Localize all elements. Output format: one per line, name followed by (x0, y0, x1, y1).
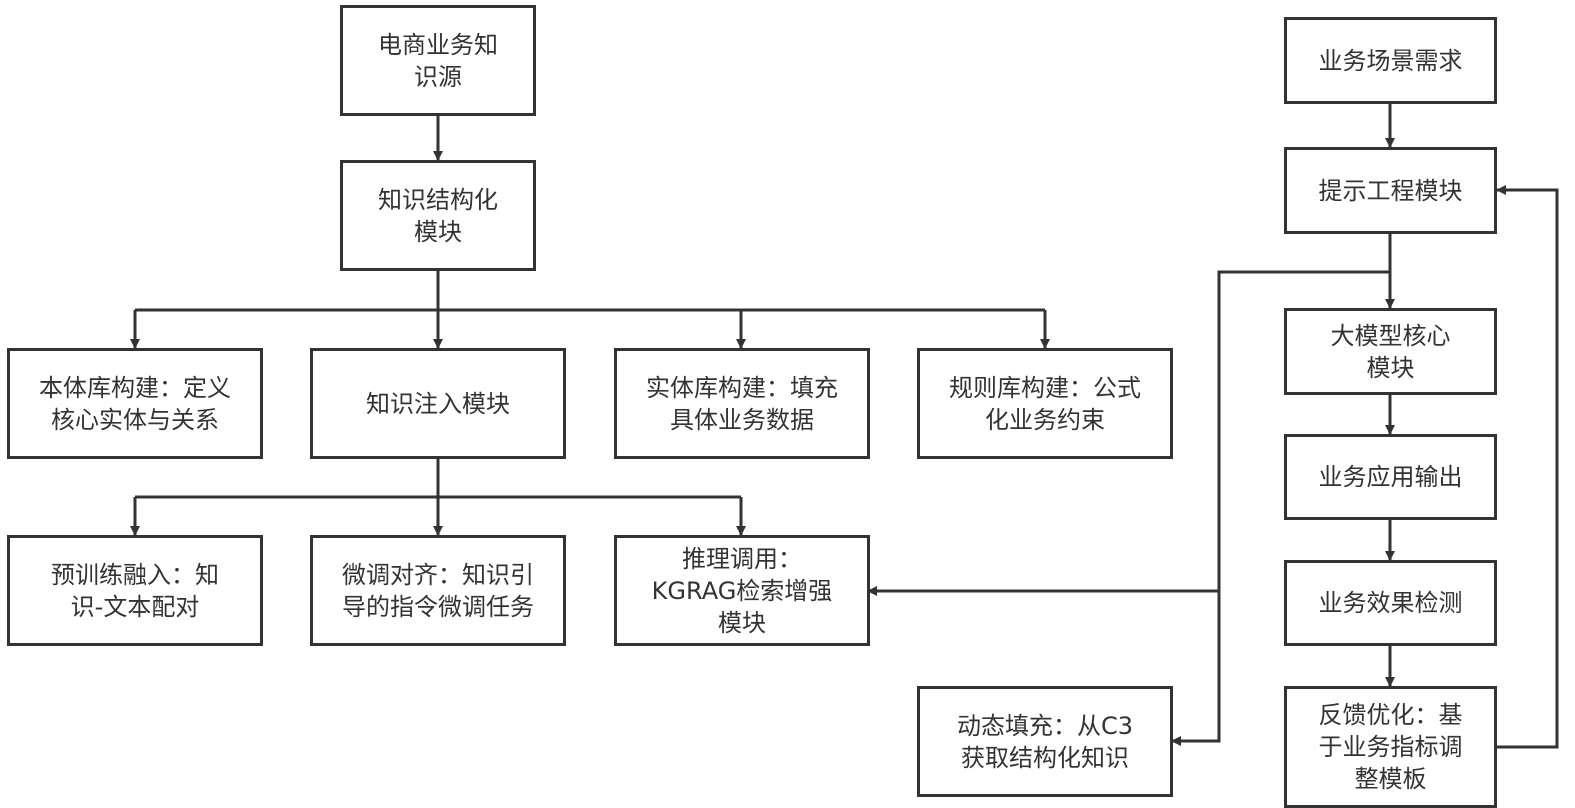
node-rule-library-label: 规则库构建：公式 化业务约束 (949, 373, 1141, 434)
node-ontology-construction-label: 本体库构建：定义 核心实体与关系 (39, 373, 231, 434)
node-dynamic-fill-label: 动态填充：从C3 获取结构化知识 (956, 711, 1134, 772)
node-finetune-alignment-label: 微调对齐：知识引 导的指令微调任务 (342, 560, 534, 621)
node-knowledge-injection: 知识注入模块 (310, 348, 566, 459)
node-knowledge-structuring: 知识结构化 模块 (340, 160, 536, 271)
node-feedback-optimization: 反馈优化：基 于业务指标调 整模板 (1284, 686, 1497, 808)
node-dynamic-fill: 动态填充：从C3 获取结构化知识 (917, 686, 1173, 797)
node-llm-core: 大模型核心 模块 (1284, 308, 1497, 395)
node-pretrain-integration-label: 预训练融入：知 识-文本配对 (51, 560, 219, 621)
node-entity-library: 实体库构建：填充 具体业务数据 (614, 348, 870, 459)
node-knowledge-structuring-label: 知识结构化 模块 (378, 185, 498, 246)
node-pretrain-integration: 预训练融入：知 识-文本配对 (7, 535, 263, 646)
edge-feedback-loop (1496, 185, 1559, 749)
node-entity-library-label: 实体库构建：填充 具体业务数据 (646, 373, 838, 434)
node-ecommerce-knowledge-source: 电商业务知 识源 (340, 5, 536, 116)
node-prompt-engineering: 提示工程模块 (1284, 147, 1497, 234)
node-finetune-alignment: 微调对齐：知识引 导的指令微调任务 (310, 535, 566, 646)
node-business-output-label: 业务应用输出 (1318, 463, 1463, 491)
node-feedback-optimization-label: 反馈优化：基 于业务指标调 整模板 (1318, 701, 1463, 793)
node-business-scenario-label: 业务场景需求 (1318, 46, 1463, 75)
node-effect-detection-label: 业务效果检测 (1318, 589, 1463, 617)
node-business-scenario: 业务场景需求 (1284, 17, 1497, 104)
node-llm-core-label: 大模型核心 模块 (1330, 321, 1451, 382)
edge-prompt-branch (1171, 270, 1390, 746)
node-ecommerce-knowledge-source-label: 电商业务知 识源 (378, 30, 498, 91)
node-effect-detection: 业务效果检测 (1284, 560, 1497, 646)
node-inference-kgrag-label: 推理调用： KGRAG检索增强 模块 (651, 544, 833, 637)
node-rule-library: 规则库构建：公式 化业务约束 (917, 348, 1173, 459)
node-ontology-construction: 本体库构建：定义 核心实体与关系 (7, 348, 263, 459)
node-inference-kgrag: 推理调用： KGRAG检索增强 模块 (614, 535, 870, 646)
node-knowledge-injection-label: 知识注入模块 (366, 389, 510, 418)
node-business-output: 业务应用输出 (1284, 434, 1497, 520)
node-prompt-engineering-label: 提示工程模块 (1318, 176, 1463, 205)
